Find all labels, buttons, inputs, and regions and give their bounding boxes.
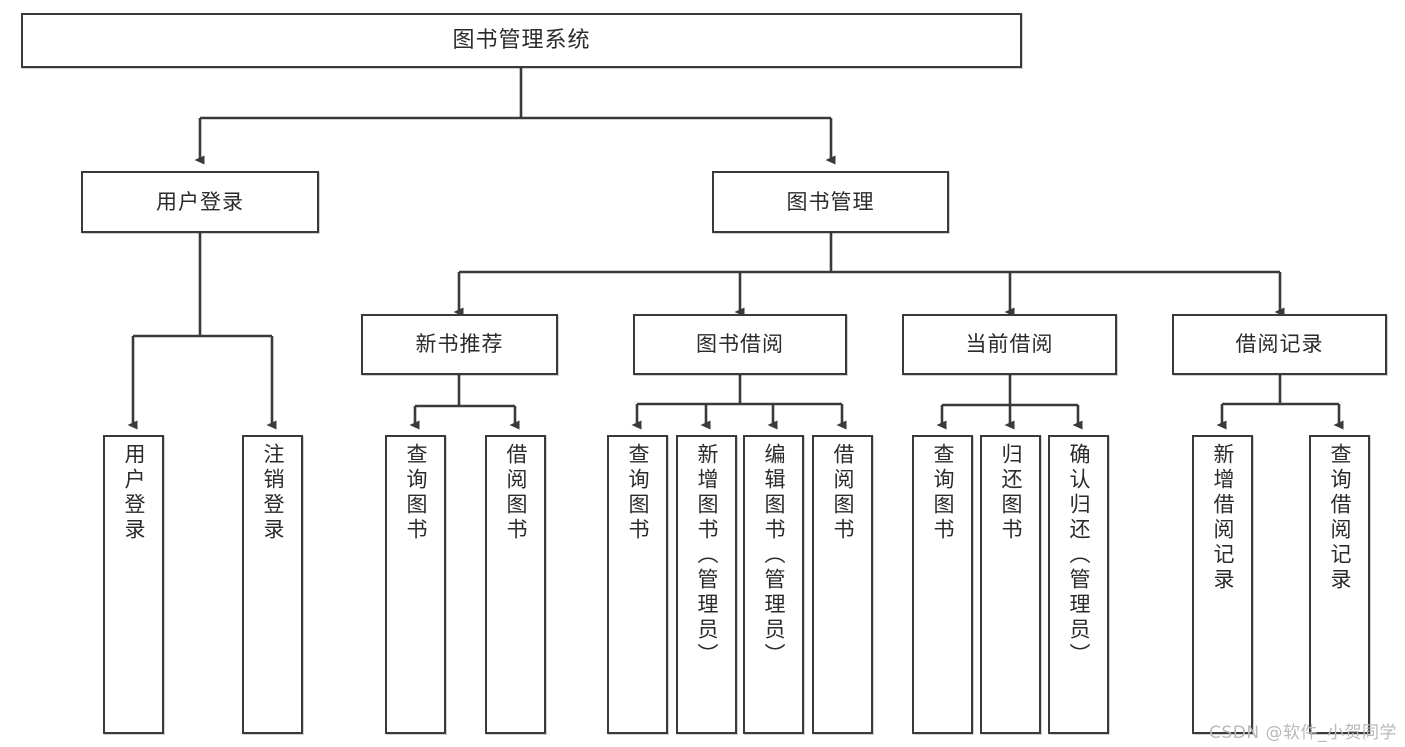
leaf-query-book-a-label: 查询图书 (404, 443, 428, 543)
node-user-login[interactable]: 用户登录 (81, 171, 319, 233)
leaf-add-book-label: 新增图书（管理员） (695, 443, 719, 668)
node-new-book-recommend-label: 新书推荐 (415, 332, 504, 357)
leaf-add-record[interactable]: 新增借阅记录 (1192, 435, 1253, 734)
leaf-confirm-return-label: 确认归还（管理员） (1067, 443, 1091, 668)
leaf-query-record-label: 查询借阅记录 (1328, 443, 1352, 593)
node-current-borrow-label: 当前借阅 (965, 332, 1054, 357)
node-root-label: 图书管理系统 (452, 27, 591, 53)
leaf-borrow-book-a[interactable]: 借阅图书 (485, 435, 546, 734)
leaf-return-book-label: 归还图书 (999, 443, 1023, 543)
leaf-borrow-book-b-label: 借阅图书 (831, 443, 855, 543)
node-book-borrow-label: 图书借阅 (696, 332, 784, 357)
node-book-management-label: 图书管理 (786, 189, 875, 214)
leaf-query-book-b[interactable]: 查询图书 (607, 435, 668, 734)
leaf-query-book-a[interactable]: 查询图书 (385, 435, 446, 734)
leaf-query-record[interactable]: 查询借阅记录 (1309, 435, 1370, 734)
watermark-text: CSDN @软件_小贺同学 (1209, 723, 1397, 743)
leaf-logout[interactable]: 注销登录 (242, 435, 303, 734)
leaf-add-book[interactable]: 新增图书（管理员） (676, 435, 737, 734)
leaf-borrow-book-a-label: 借阅图书 (504, 443, 528, 543)
leaf-query-book-b-label: 查询图书 (626, 443, 650, 543)
leaf-return-book[interactable]: 归还图书 (980, 435, 1041, 734)
leaf-user-login[interactable]: 用户登录 (103, 435, 164, 734)
leaf-edit-book-label: 编辑图书（管理员） (762, 443, 786, 668)
node-user-login-label: 用户登录 (156, 189, 244, 214)
leaf-add-record-label: 新增借阅记录 (1211, 443, 1235, 593)
leaf-borrow-book-b[interactable]: 借阅图书 (812, 435, 873, 734)
leaf-logout-label: 注销登录 (261, 443, 285, 543)
leaf-query-book-c[interactable]: 查询图书 (912, 435, 973, 734)
node-borrow-record[interactable]: 借阅记录 (1172, 314, 1387, 375)
node-book-borrow[interactable]: 图书借阅 (633, 314, 847, 375)
node-borrow-record-label: 借阅记录 (1235, 332, 1324, 357)
node-root[interactable]: 图书管理系统 (21, 13, 1022, 68)
leaf-query-book-c-label: 查询图书 (931, 443, 955, 543)
leaf-user-login-label: 用户登录 (122, 443, 146, 543)
node-book-management[interactable]: 图书管理 (712, 171, 949, 233)
node-current-borrow[interactable]: 当前借阅 (902, 314, 1117, 375)
leaf-confirm-return[interactable]: 确认归还（管理员） (1048, 435, 1109, 734)
leaf-edit-book[interactable]: 编辑图书（管理员） (743, 435, 804, 734)
node-new-book-recommend[interactable]: 新书推荐 (361, 314, 558, 375)
